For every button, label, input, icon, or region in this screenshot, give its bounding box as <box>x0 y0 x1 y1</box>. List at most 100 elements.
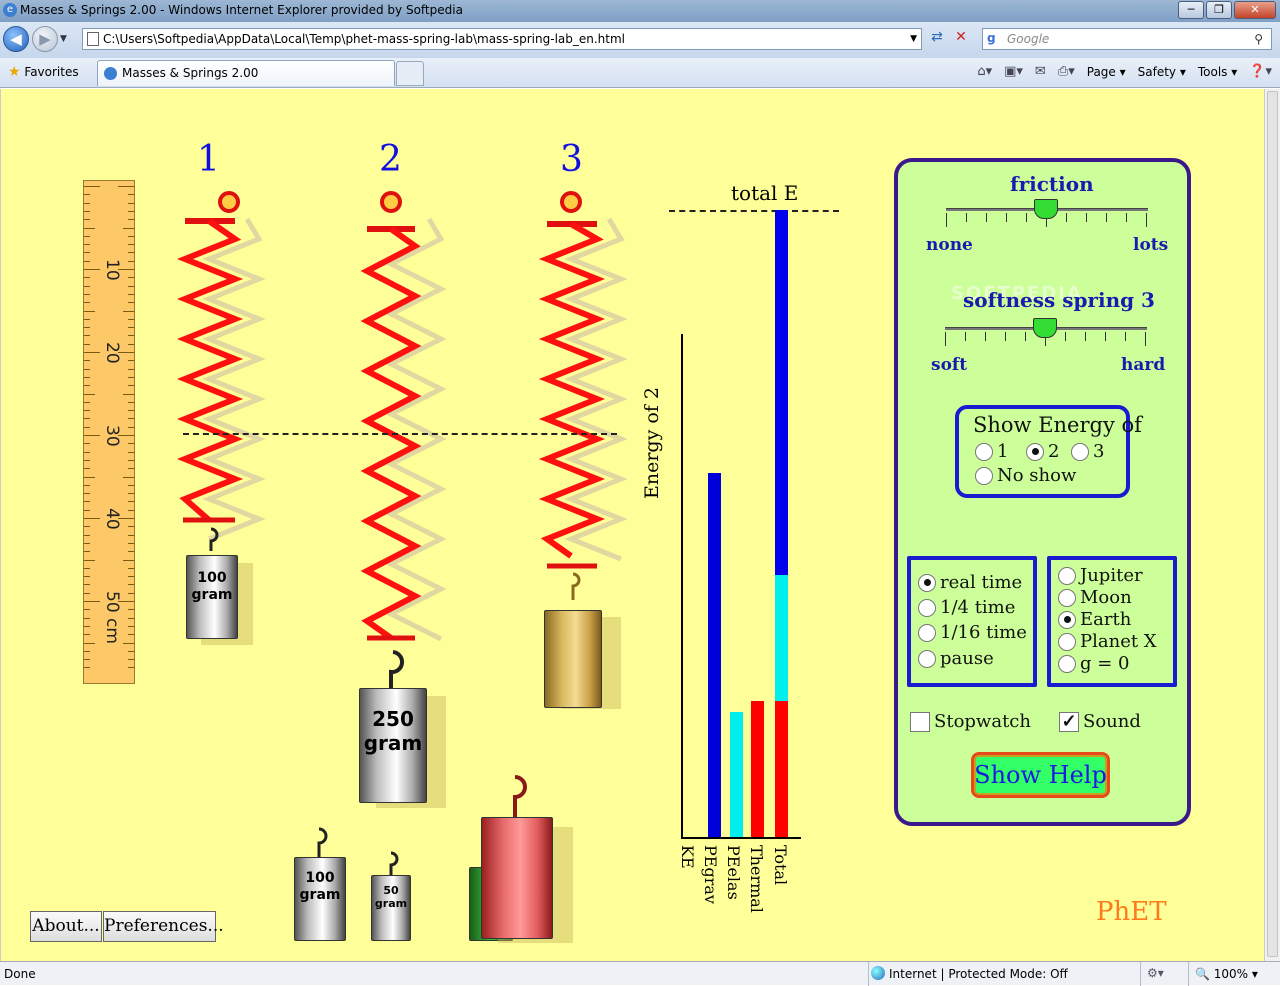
ruler-tick <box>128 385 134 387</box>
slider-tick <box>985 332 986 341</box>
hung-mass-100g[interactable]: 100 gram <box>186 555 238 639</box>
radio-button[interactable] <box>975 466 993 485</box>
sound-checkbox[interactable]: ✓ <box>1059 711 1079 732</box>
print-icon[interactable]: ⎙▾ <box>1057 64 1075 79</box>
hung-mass-250g[interactable]: 250 gram <box>359 688 427 803</box>
address-dropdown-icon[interactable]: ▼ <box>910 34 917 44</box>
radio-button[interactable] <box>975 442 993 461</box>
radio-button[interactable] <box>918 623 936 642</box>
ruler-tick <box>128 542 134 544</box>
ruler-tick <box>84 584 90 586</box>
gravity-moon[interactable]: Moon <box>1058 587 1132 608</box>
favorites-button[interactable]: ★ Favorites <box>8 64 79 80</box>
show-energy-1[interactable]: 1 <box>975 441 1008 462</box>
scrollbar-thumb[interactable] <box>1267 91 1278 957</box>
home-icon[interactable]: ⌂▾ <box>977 64 993 79</box>
show-energy-3[interactable]: 3 <box>1071 441 1104 462</box>
mass-unit: gram <box>191 586 233 603</box>
ruler-tick <box>128 343 134 345</box>
shelf-mass-50g[interactable]: 50 gram <box>371 875 411 941</box>
back-button[interactable]: ◀ <box>3 26 29 52</box>
option-label: 1 <box>997 441 1009 462</box>
radio-button-selected[interactable] <box>918 573 936 592</box>
forward-button[interactable]: ▶ <box>32 26 58 52</box>
ruler-number: 30 <box>102 425 122 447</box>
vertical-scrollbar[interactable] <box>1264 89 1280 961</box>
slider-tick <box>1066 213 1067 222</box>
radio-button[interactable] <box>1058 566 1076 585</box>
show-energy-none[interactable]: No show <box>975 465 1076 486</box>
favorites-bar: ★ Favorites Masses & Springs 2.00 ⌂▾ ▣▾ … <box>0 58 1280 88</box>
security-zone[interactable]: Internet | Protected Mode: Off <box>868 962 1138 986</box>
show-energy-2[interactable]: 2 <box>1026 441 1059 462</box>
option-label: 3 <box>1093 441 1105 462</box>
radio-button[interactable] <box>1058 654 1076 673</box>
search-icon[interactable]: ⚲ <box>1254 32 1263 46</box>
ruler-tick <box>84 634 90 636</box>
ruler-tick <box>128 592 134 594</box>
search-field[interactable]: g Google ⚲ <box>982 28 1272 50</box>
spring-2[interactable] <box>341 184 461 764</box>
ruler-tick <box>128 277 134 279</box>
stop-icon[interactable]: ✕ <box>955 29 967 45</box>
gravity-zero[interactable]: g = 0 <box>1058 653 1130 674</box>
hung-mass-gold[interactable] <box>544 610 602 708</box>
about-button[interactable]: About... <box>30 911 102 942</box>
zoom-control[interactable]: 🔍 100% ▾ <box>1188 962 1258 986</box>
help-menu-icon[interactable]: ❓▾ <box>1249 64 1272 79</box>
time-sixteenth[interactable]: 1/16 time <box>918 622 1027 643</box>
ruler-tick <box>128 493 134 495</box>
address-field[interactable]: C:\Users\Softpedia\AppData\Local\Temp\ph… <box>82 28 922 50</box>
tools-menu[interactable]: Tools ▾ <box>1197 64 1238 79</box>
radio-button[interactable] <box>1058 588 1076 607</box>
close-window-button[interactable]: ✕ <box>1234 1 1276 19</box>
spring-3[interactable] <box>521 184 641 604</box>
ruler-tick <box>84 368 90 370</box>
spring-1-label: 1 <box>197 139 220 180</box>
mass-value: 250 <box>372 707 414 731</box>
radio-button[interactable] <box>918 649 936 668</box>
time-pause[interactable]: pause <box>918 648 994 669</box>
feeds-icon[interactable]: ▣▾ <box>1004 64 1023 79</box>
refresh-icon[interactable]: ⇄ <box>931 29 943 45</box>
radio-button[interactable] <box>1071 442 1089 461</box>
radio-button-selected[interactable] <box>1058 610 1076 629</box>
equilibrium-line[interactable] <box>183 433 617 435</box>
protected-mode-icon[interactable]: ⚙▾ <box>1140 962 1188 986</box>
new-tab-button[interactable] <box>396 61 424 86</box>
radio-button[interactable] <box>918 598 936 617</box>
browser-tab[interactable]: Masses & Springs 2.00 <box>97 60 395 86</box>
stopwatch-toggle[interactable]: Stopwatch <box>910 711 1031 732</box>
time-real[interactable]: real time <box>918 572 1022 593</box>
minimize-button[interactable]: ─ <box>1178 1 1204 19</box>
radio-button-selected[interactable] <box>1026 442 1044 461</box>
mail-icon[interactable]: ✉ <box>1034 64 1046 79</box>
radio-button[interactable] <box>1058 632 1076 651</box>
ruler-tick <box>84 376 90 378</box>
spring-1[interactable] <box>161 184 271 644</box>
shelf-mass-red[interactable] <box>481 817 553 939</box>
show-help-button[interactable]: Show Help <box>971 752 1110 798</box>
ruler-tick <box>128 625 134 627</box>
sound-toggle[interactable]: ✓Sound <box>1059 711 1141 732</box>
safety-menu[interactable]: Safety ▾ <box>1137 64 1186 79</box>
stopwatch-checkbox[interactable] <box>910 711 930 732</box>
time-quarter[interactable]: 1/4 time <box>918 597 1015 618</box>
page-menu[interactable]: Page ▾ <box>1086 64 1126 79</box>
history-dropdown-icon[interactable]: ▼ <box>60 34 67 44</box>
gravity-jupiter[interactable]: Jupiter <box>1058 565 1143 586</box>
restore-button[interactable]: ❐ <box>1206 1 1232 19</box>
shelf-mass-100g[interactable]: 100 gram <box>294 857 346 941</box>
gravity-planet-x[interactable]: Planet X <box>1058 631 1157 652</box>
gravity-earth[interactable]: Earth <box>1058 609 1131 630</box>
ruler-tick <box>123 476 134 478</box>
ruler-tick <box>84 277 90 279</box>
softness-slider-thumb[interactable] <box>1033 318 1057 338</box>
globe-icon <box>871 966 885 980</box>
preferences-button[interactable]: Preferences... <box>103 911 224 942</box>
ruler-tick <box>84 293 90 295</box>
friction-slider-thumb[interactable] <box>1034 199 1058 219</box>
phet-logo[interactable]: PhET <box>1096 897 1167 927</box>
option-label: Jupiter <box>1080 565 1143 586</box>
